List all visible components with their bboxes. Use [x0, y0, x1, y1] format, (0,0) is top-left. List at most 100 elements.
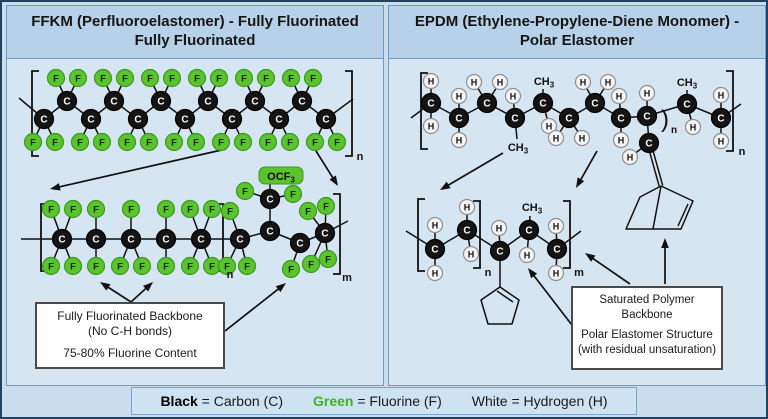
bracket	[563, 200, 571, 269]
hydrogen-atom-label: H	[644, 88, 651, 98]
fluorine-atom-label: F	[93, 261, 99, 272]
carbon-atom	[229, 228, 251, 250]
carbon-atom-label: C	[591, 98, 598, 109]
annotation-arrow	[530, 272, 576, 330]
bond	[652, 185, 662, 230]
carbon-atom-label: C	[617, 113, 624, 124]
bond	[496, 290, 514, 303]
carbon-atom	[51, 228, 73, 250]
hydrogen-atom-label: H	[553, 133, 560, 143]
fluorine-atom-label: F	[325, 254, 331, 265]
fluorine-atom-label: F	[305, 206, 311, 217]
fluorine-atom-label: F	[263, 73, 269, 84]
fluorine-atom-label: F	[93, 204, 99, 215]
fluorine-atom	[139, 132, 159, 152]
carbon-atom	[85, 228, 107, 250]
carbon-atom-label: C	[553, 244, 560, 255]
chem-label: n	[485, 267, 492, 279]
fluorine-atom	[41, 199, 61, 219]
hydrogen-atom	[684, 118, 702, 136]
fluorine-atom-label: F	[308, 259, 314, 270]
hydrogen-atom	[540, 117, 558, 135]
carbon-atom	[448, 107, 470, 129]
hydrogen-atom-label: H	[618, 135, 625, 145]
carbon-atom	[120, 228, 142, 250]
epdm-panel: EPDM (Ethylene-Propylene-Diene Monomer) …	[388, 5, 766, 386]
fluorine-atom	[237, 256, 257, 276]
hydrogen-atom	[547, 264, 565, 282]
carbon-atom	[103, 90, 125, 112]
fluorine-atom-label: F	[139, 261, 145, 272]
arrow-head	[661, 238, 669, 248]
hydrogen-atom	[458, 198, 476, 216]
group-label-pill	[258, 166, 304, 185]
carbon-atom-label: C	[197, 234, 204, 245]
ffkm-title-line1: FFKM (Perfluoroelastomer) - Fully Fluori…	[31, 13, 359, 31]
carbon-atom	[259, 220, 281, 242]
fluorine-atom-label: F	[100, 73, 106, 84]
fluorine-atom	[92, 132, 112, 152]
hydrogen-atom-label: H	[553, 221, 560, 231]
fluorine-atom-label: F	[240, 137, 246, 148]
fluorine-atom	[316, 196, 336, 216]
hydrogen-atom-label: H	[580, 77, 587, 87]
fluorine-atom	[217, 256, 237, 276]
legend-items: Black = Carbon (C)Green = Fluorine (F)Wh…	[160, 393, 607, 409]
hydrogen-atom-label: H	[510, 91, 517, 101]
hydrogen-atom	[638, 84, 656, 102]
bracket	[473, 200, 481, 269]
fluorine-atom	[280, 132, 300, 152]
carbon-atom	[150, 90, 172, 112]
fluorine-atom	[121, 199, 141, 219]
carbon-atom-label: C	[683, 99, 690, 110]
carbon-atom-label: C	[92, 234, 99, 245]
fluorine-atom-label: F	[75, 73, 81, 84]
hydrogen-atom	[491, 73, 509, 91]
fluorine-atom-label: F	[216, 73, 222, 84]
fluorine-atom-label: F	[77, 137, 83, 148]
annotation-arrow	[578, 150, 598, 184]
hydrogen-atom	[450, 131, 468, 149]
chem-label: CH3	[677, 77, 698, 91]
carbon-atom-label: C	[204, 96, 211, 107]
carbon-atom	[456, 219, 478, 241]
fluorine-atom-label: F	[53, 73, 59, 84]
fluorine-atom	[180, 256, 200, 276]
hydrogen-atom-label: H	[546, 121, 553, 131]
legend-definition: = Fluorine (F)	[353, 393, 442, 409]
carbon-atom	[504, 107, 526, 129]
carbon-atom-label: C	[110, 96, 117, 107]
carbon-atom	[155, 228, 177, 250]
carbon-atom-label: C	[643, 111, 650, 122]
carbon-atom-label: C	[511, 113, 518, 124]
bracket	[333, 193, 341, 275]
hydrogen-atom-label: H	[579, 133, 586, 143]
fluorine-atom	[63, 256, 83, 276]
fluorine-atom-label: F	[122, 73, 128, 84]
carbon-atom-label: C	[496, 246, 503, 257]
chem-label: n	[739, 146, 746, 158]
carbon-atom	[289, 232, 311, 254]
hydrogen-atom-label: H	[690, 122, 697, 132]
carbon-atom-label: C	[322, 114, 329, 125]
fluorine-atom-label: F	[171, 137, 177, 148]
carbon-atom-label: C	[463, 225, 470, 236]
fluorine-atom	[209, 68, 229, 88]
fluorine-atom	[68, 68, 88, 88]
carbon-atom-label: C	[157, 96, 164, 107]
fluorine-atom	[86, 199, 106, 219]
carbon-atom	[532, 92, 554, 114]
carbon-atom-label: C	[296, 238, 303, 249]
fluorine-atom-label: F	[244, 261, 250, 272]
fluorine-atom-label: F	[209, 204, 215, 215]
hydrogen-atom-label: H	[718, 90, 725, 100]
fluorine-atom-label: F	[194, 73, 200, 84]
chem-label: )	[661, 106, 669, 133]
fluorine-atom	[115, 68, 135, 88]
carbon-atom	[476, 92, 498, 114]
hydrogen-atom	[574, 73, 592, 91]
fluorine-atom-label: F	[224, 261, 230, 272]
carbon-atom-label: C	[228, 114, 235, 125]
